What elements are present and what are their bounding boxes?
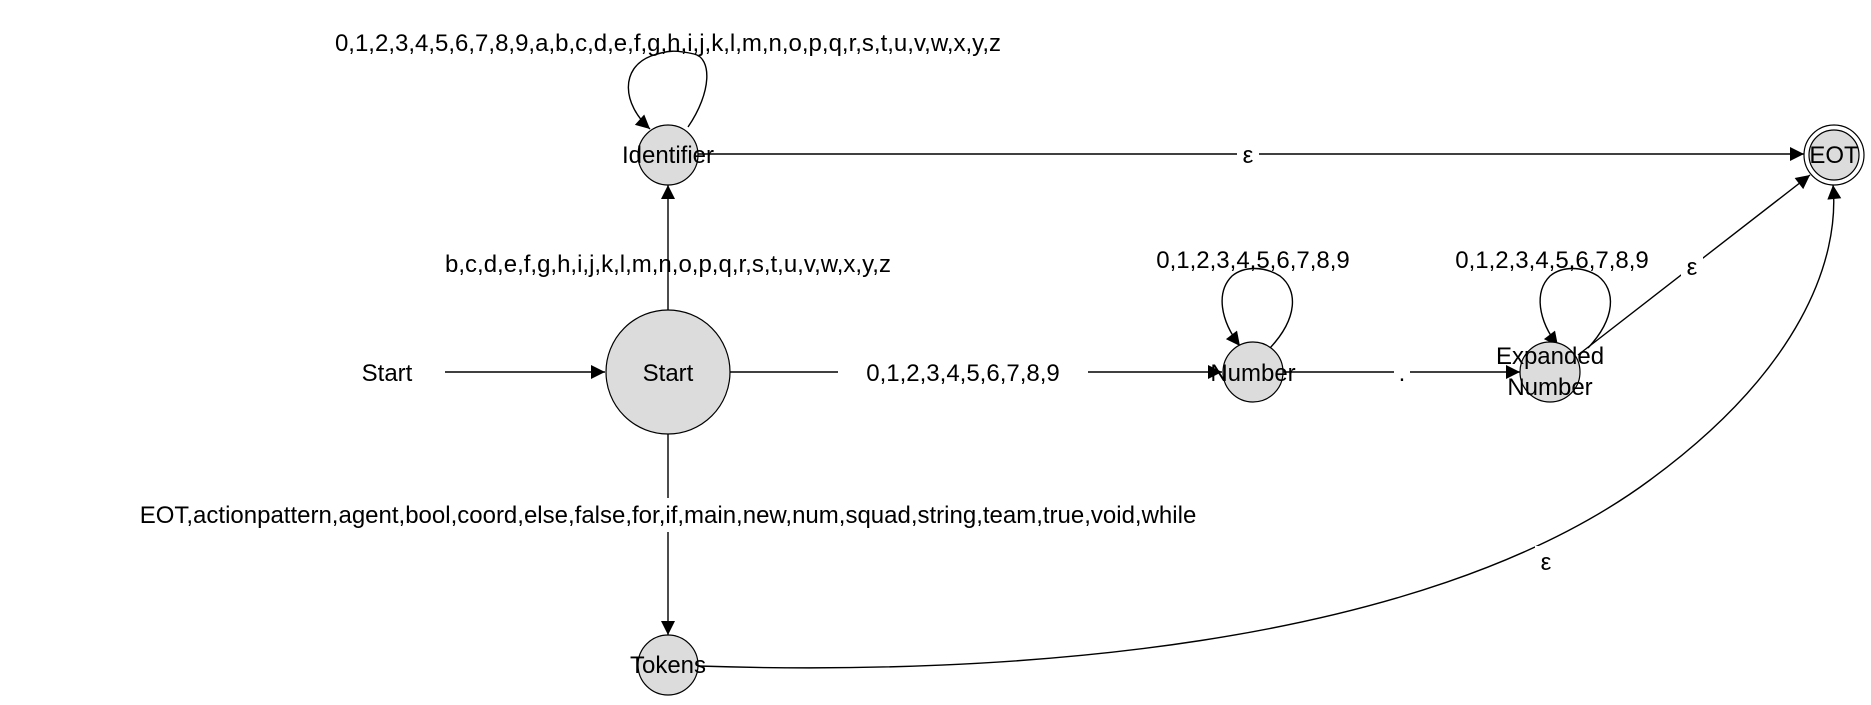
state-label-start: Start — [643, 360, 694, 387]
state-identifier — [637, 124, 699, 186]
state-label-identifier: Identifier — [622, 142, 714, 169]
edge-label-bg-identifier-eot — [1237, 138, 1259, 168]
edge-label-start-to-tokens: EOT,actionpattern,agent,bool,coord,else,… — [140, 502, 1197, 529]
edge-label-number-to-expanded: . — [1399, 360, 1406, 387]
edge-label-bg-number-expanded — [1394, 355, 1410, 387]
state-number — [1222, 341, 1284, 403]
state-label-tokens: Tokens — [630, 652, 706, 679]
edge-label-bg-start-number — [838, 355, 1088, 387]
edge-label-number-loop: 0,1,2,3,4,5,6,7,8,9 — [1156, 247, 1350, 274]
edge-tokens-to-eot — [697, 184, 1842, 669]
edge-label-tokens-to-eot: ε — [1541, 549, 1552, 576]
state-label-expanded-line2: Number — [1507, 374, 1592, 401]
edge-label-start-to-number: 0,1,2,3,4,5,6,7,8,9 — [866, 360, 1060, 387]
state-expanded-number — [1519, 341, 1581, 403]
state-start — [605, 309, 731, 435]
edge-label-identifier-loop: 0,1,2,3,4,5,6,7,8,9,a,b,c,d,e,f,g,h,i,j,… — [335, 30, 1001, 57]
edge-expanded-loop — [1539, 267, 1612, 349]
edge-label-bg-expanded-eot — [1681, 252, 1703, 282]
edge-label-start-to-identifier: b,c,d,e,f,g,h,i,j,k,l,m,n,o,p,q,r,s,t,u,… — [445, 251, 891, 278]
edge-label-bg-tokens-eot — [1535, 546, 1557, 576]
edge-label-bg-start-tokens — [52, 498, 1284, 532]
edge-number-loop — [1221, 267, 1294, 349]
state-tokens — [637, 634, 699, 696]
state-eot — [1808, 129, 1860, 181]
edge-label-expanded-to-eot: ε — [1687, 254, 1698, 281]
edge-identifier-loop — [627, 50, 708, 130]
edge-label-expanded-loop: 0,1,2,3,4,5,6,7,8,9 — [1455, 247, 1649, 274]
state-label-expanded-line1: Expanded — [1496, 343, 1604, 370]
entry-label: Start — [362, 360, 413, 387]
state-label-number: Number — [1210, 360, 1295, 387]
edge-label-identifier-to-eot: ε — [1243, 142, 1254, 169]
state-label-eot: EOT — [1809, 142, 1859, 169]
